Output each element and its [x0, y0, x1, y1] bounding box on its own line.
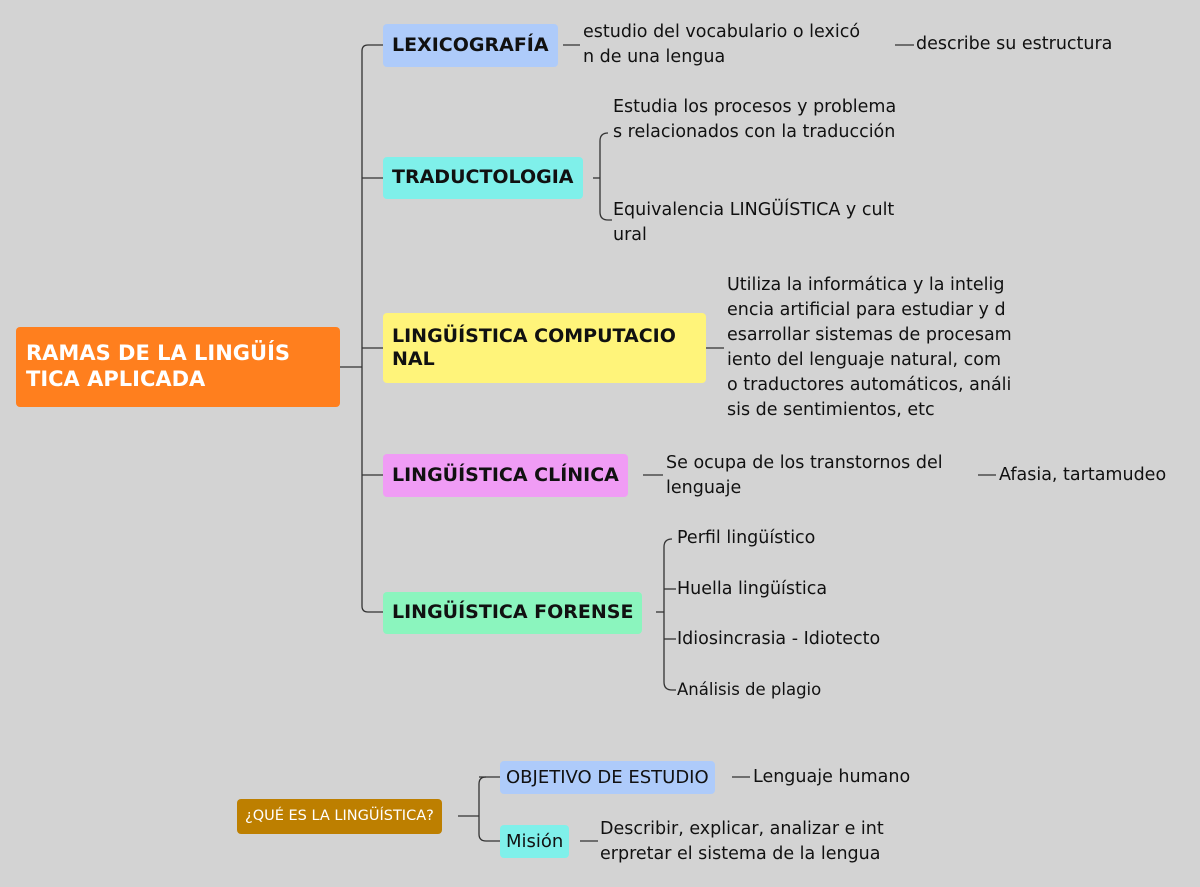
leaf-mision-description[interactable]: Describir, explicar, analizar e int erpr… [600, 819, 884, 864]
leaf-traductologia-equivalencia[interactable]: Equivalencia LINGÜÍSTICA y cult ural [613, 200, 895, 245]
branch-node-computacional[interactable]: LINGÜÍSTICA COMPUTACIO NAL [383, 313, 706, 383]
leaf-computacional-description[interactable]: Utiliza la informática y la intelig enci… [727, 275, 1012, 420]
leaf-forense-huella[interactable]: Huella lingüística [677, 579, 828, 599]
root-node-ramas[interactable]: RAMAS DE LA LINGÜÍS TICA APLICADA [16, 327, 340, 407]
branch-node-clinica[interactable]: LINGÜÍSTICA CLÍNICA [383, 454, 628, 497]
leaf-forense-idiosincrasia[interactable]: Idiosincrasia - Idiotecto [677, 629, 881, 649]
connector-lexicografia [361, 44, 383, 52]
leaf-traductologia-procesos[interactable]: Estudia los procesos y problema s relaci… [613, 97, 897, 142]
branch-node-traductologia[interactable]: TRADUCTOLOGIA [383, 157, 583, 199]
leaf-lexicografia-structure[interactable]: describe su estructura [916, 34, 1113, 54]
leaf-forense-perfil[interactable]: Perfil lingüístico [677, 528, 816, 548]
branch-node-forense[interactable]: LINGÜÍSTICA FORENSE [383, 592, 643, 634]
branch-node-mision[interactable]: Misión [500, 825, 570, 858]
leaf-clinica-transtornos[interactable]: Se ocupa de los transtornos del lenguaje [666, 453, 943, 498]
branch-node-objetivo[interactable]: OBJETIVO DE ESTUDIO [500, 761, 715, 794]
leaf-clinica-afasia[interactable]: Afasia, tartamudeo [999, 465, 1167, 485]
connector-trunk [361, 51, 383, 613]
leaf-forense-plagio[interactable]: Análisis de plagio [677, 680, 822, 699]
branch-node-lexicografia[interactable]: LEXICOGRAFÍA [383, 24, 558, 67]
root-node-que-es-linguistica[interactable]: ¿QUÉ ES LA LINGÜÍSTICA? [237, 799, 442, 834]
leaf-objetivo-lenguaje[interactable]: Lenguaje humano [753, 767, 911, 787]
leaf-lexicografia-definition[interactable]: estudio del vocabulario o lexicó n de un… [583, 22, 861, 67]
